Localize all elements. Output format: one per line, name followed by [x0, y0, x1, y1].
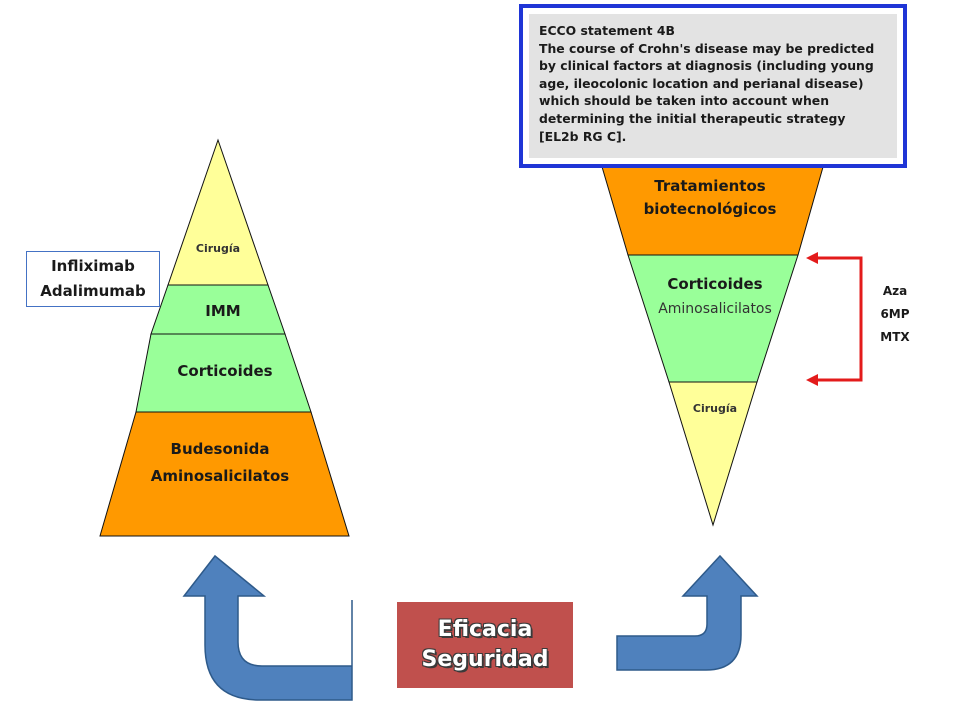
ecco-line: age, ileocolonic location and perianal d… [539, 75, 864, 91]
right-up-arrow [616, 554, 759, 671]
right-pyramid-tip [668, 381, 758, 527]
6mp-label: 6MP [880, 307, 910, 321]
ecco-statement-box: ECCO statement 4B The course of Crohn's … [519, 4, 907, 168]
right-tip-label: Cirugía [692, 402, 738, 415]
biologics-line-2: Adalimumab [40, 282, 146, 300]
left-corticoides-label: Corticoides [177, 362, 273, 380]
left-up-arrow [182, 554, 353, 701]
biologics-line-1: Infliximab [51, 257, 135, 275]
left-imm-label: IMM [205, 302, 241, 320]
ecco-statement-text: ECCO statement 4B The course of Crohn's … [529, 14, 897, 158]
biologics-box: Infliximab Adalimumab [26, 251, 160, 307]
left-pyramid-apex [167, 138, 269, 286]
ecco-line: which should be taken into account when [539, 93, 830, 109]
efficacy-label: Eficacia [437, 617, 533, 642]
left-base-label-1: Budesonida [170, 440, 270, 458]
safety-label: Seguridad [421, 647, 549, 672]
right-middle-label-2: Aminosalicilatos [658, 301, 772, 317]
right-top-label-2: biotecnológicos [643, 200, 777, 218]
left-base-label-2: Aminosalicilatos [150, 467, 290, 485]
ecco-line: ECCO statement 4B [539, 23, 675, 38]
ecco-line: determining the initial therapeutic stra… [539, 110, 846, 126]
left-apex-label: Cirugía [195, 242, 241, 255]
right-middle-label-1: Corticoides [667, 275, 763, 293]
aza-label: Aza [882, 284, 908, 298]
right-top-label-1: Tratamientos [654, 177, 766, 195]
efficacy-safety-box: Eficacia Seguridad [397, 602, 573, 688]
red-bracket-arrow [806, 252, 863, 386]
left-pyramid-base [99, 411, 350, 537]
mtx-label: MTX [880, 330, 910, 344]
immunomodulator-list: Aza 6MP MTX [872, 280, 918, 349]
ecco-line: by clinical factors at diagnosis (includ… [539, 58, 874, 74]
ecco-line: The course of Crohn's disease may be pre… [539, 40, 875, 56]
ecco-line: [EL2b RG C]. [539, 128, 627, 144]
